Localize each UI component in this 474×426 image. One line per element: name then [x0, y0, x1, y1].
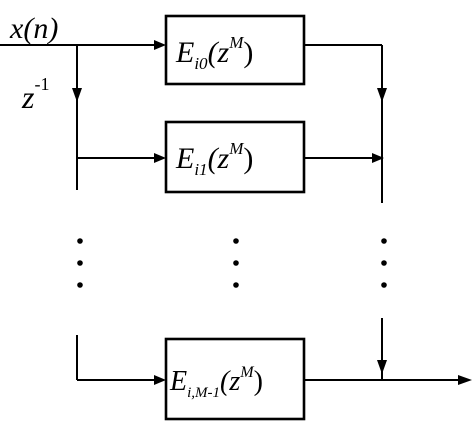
- delay-arrowhead: [72, 88, 82, 102]
- summation-arrowhead-last: [377, 360, 387, 374]
- final-output-arrowhead: [458, 375, 472, 385]
- summation-arrowhead-0: [377, 88, 387, 102]
- branch-arrowhead-last: [154, 375, 166, 385]
- output-arrowhead-1: [372, 153, 384, 163]
- filter-label-0: Ei0(zM): [175, 33, 253, 73]
- delay-label: z-1: [21, 74, 49, 115]
- branch-arrowhead-1: [154, 153, 166, 163]
- ellipsis-middle: [233, 238, 239, 288]
- input-label-arg: (n): [23, 12, 58, 45]
- ellipsis-left: [77, 238, 83, 288]
- filter-box-last: [164, 337, 306, 421]
- filter-label-1: Ei1(zM): [175, 139, 253, 179]
- delay-label-base: z: [21, 79, 35, 115]
- input-arrowhead: [154, 40, 166, 50]
- input-label-main: x: [9, 12, 24, 45]
- filter-box-0: [164, 14, 306, 86]
- ellipsis-right: [381, 238, 387, 288]
- delay-label-exp: -1: [34, 74, 49, 94]
- filter-label-last: Ei,M-1(zM): [169, 364, 263, 401]
- input-label: x(n): [9, 12, 58, 45]
